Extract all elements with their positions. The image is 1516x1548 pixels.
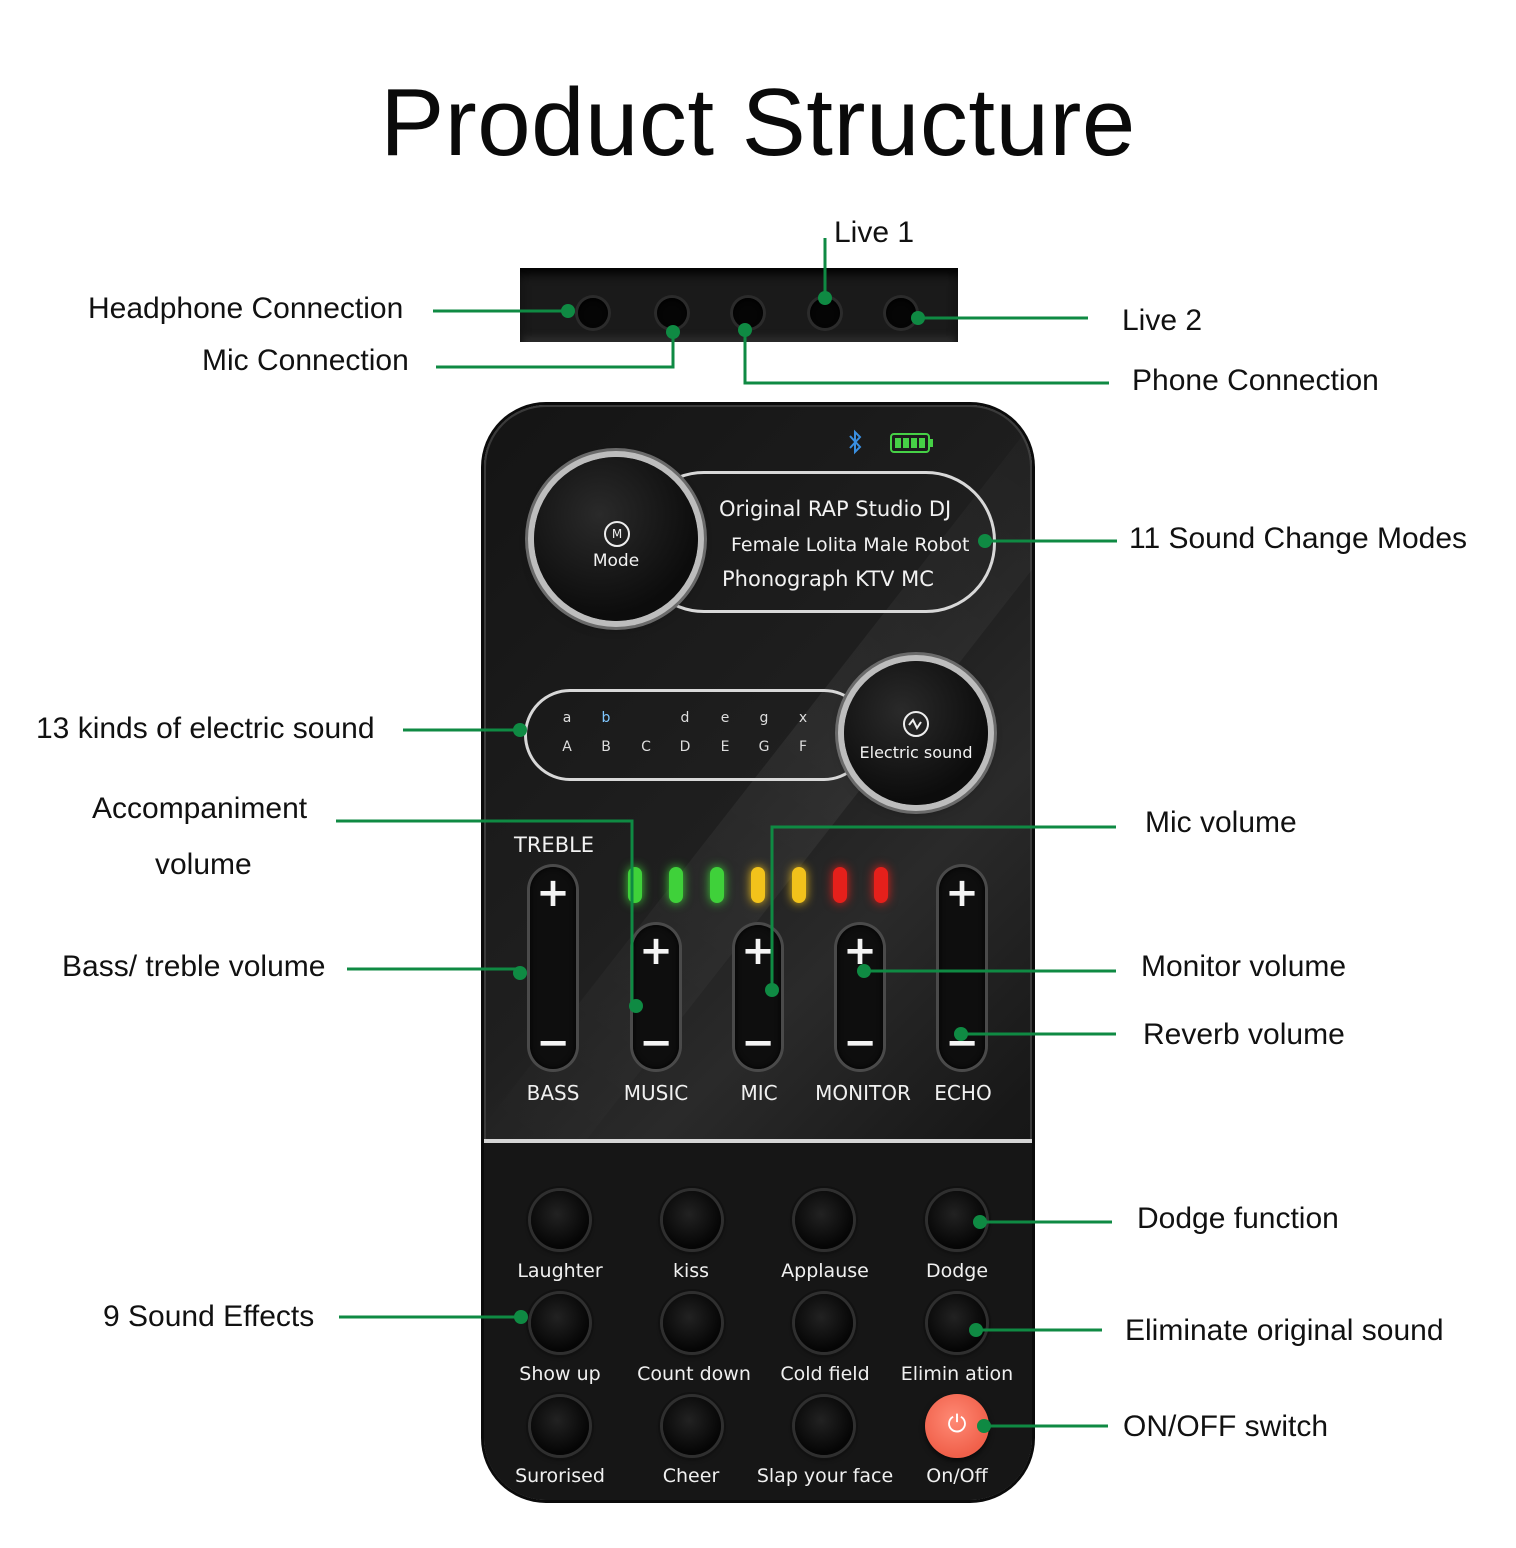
electric-key-G: G	[758, 739, 770, 755]
level-led	[751, 867, 765, 903]
monitor-label: MONITOR	[815, 1081, 911, 1105]
echo-label: ECHO	[934, 1081, 992, 1105]
callout-reverb-volume: Reverb volume	[1143, 1018, 1345, 1051]
electric-key-b: b	[601, 710, 611, 726]
level-led	[874, 867, 888, 903]
elimination-label: Elimin ation	[900, 1363, 1014, 1385]
battery-icon	[890, 433, 934, 453]
mode-list-line-3: Phonograph KTV MC	[722, 567, 934, 591]
mode-button[interactable]: M Mode	[534, 457, 698, 621]
bass-minus[interactable]: −	[536, 1020, 570, 1066]
mode-icon: M	[604, 521, 630, 547]
electric-key-F: F	[798, 739, 808, 755]
mode-list-line-1: Original RAP Studio DJ	[719, 497, 952, 521]
mic-minus[interactable]: −	[741, 1020, 775, 1066]
callout-phone-connection: Phone Connection	[1132, 364, 1379, 397]
electric-key-e: e	[720, 710, 730, 726]
music-label: MUSIC	[623, 1081, 689, 1105]
kiss-label: kiss	[672, 1260, 710, 1282]
callout-electric-sound: 13 kinds of electric sound	[36, 712, 375, 745]
level-led	[833, 867, 847, 903]
electric-key-E: E	[720, 739, 730, 755]
cold-field-label: Cold field	[780, 1363, 870, 1385]
callout-mic-connection: Mic Connection	[202, 344, 409, 377]
callout-sound-change-modes: 11 Sound Change Modes	[1129, 522, 1468, 555]
surprised-label: Surorised	[515, 1465, 605, 1487]
laughter-label: Laughter	[517, 1260, 603, 1282]
cheer-label: Cheer	[662, 1465, 720, 1487]
count-down-label: Count down	[637, 1363, 751, 1385]
callout-sound-effects: 9 Sound Effects	[103, 1300, 315, 1333]
callout-mic-volume: Mic volume	[1145, 806, 1297, 839]
dodge-label: Dodge	[925, 1260, 989, 1282]
panel-divider	[484, 1139, 1032, 1143]
level-led	[628, 867, 642, 903]
applause-label: Applause	[781, 1260, 869, 1282]
mode-button-label: Mode	[592, 551, 640, 571]
electric-sound-label: Electric sound	[859, 743, 973, 762]
show-up-label: Show up	[519, 1363, 601, 1385]
music-plus[interactable]: +	[639, 928, 673, 974]
page-title: Product Structure	[380, 69, 1136, 176]
power-icon: ⏻	[947, 1410, 967, 1438]
live2-jack	[886, 298, 916, 328]
callout-accompaniment: Accompaniment	[92, 792, 308, 825]
level-led	[792, 867, 806, 903]
electric-sound-pill	[524, 689, 870, 781]
power-button[interactable]: ⏻	[925, 1394, 989, 1458]
elimination-button[interactable]	[928, 1294, 986, 1352]
mic-label: MIC	[740, 1081, 778, 1105]
music-minus[interactable]: −	[639, 1020, 673, 1066]
callout-monitor-volume: Monitor volume	[1141, 950, 1347, 983]
callout-live-2: Live 2	[1122, 304, 1203, 337]
slap-your-face-label: Slap your face	[756, 1465, 894, 1487]
callout-headphone-connection: Headphone Connection	[88, 292, 404, 325]
cheer-button[interactable]	[663, 1397, 721, 1455]
mode-list-line-2: Female Lolita Male Robot	[731, 534, 970, 556]
electric-key-D: D	[679, 739, 691, 755]
callout-live-1: Live 1	[834, 216, 915, 249]
electric-key-g: g	[759, 710, 769, 726]
show-up-button[interactable]	[531, 1294, 589, 1352]
callout-bass-treble: Bass/ treble volume	[62, 950, 326, 983]
treble-label: TREBLE	[514, 833, 595, 857]
callout-onoff: ON/OFF switch	[1123, 1410, 1329, 1443]
music-slider[interactable]	[633, 925, 679, 1069]
electric-key-x: x	[798, 710, 808, 726]
bass-label: BASS	[526, 1081, 580, 1105]
dodge-button[interactable]	[928, 1191, 986, 1249]
echo-minus[interactable]: −	[945, 1020, 979, 1066]
electric-key-a: a	[562, 710, 572, 726]
electric-key-A: A	[562, 739, 572, 755]
callout-accompaniment-volume: volume	[155, 848, 252, 881]
wave-icon	[903, 711, 929, 737]
on-off-label: On/Off	[926, 1465, 988, 1487]
applause-button[interactable]	[795, 1191, 853, 1249]
headphone-jack	[578, 298, 608, 328]
laughter-button[interactable]	[531, 1191, 589, 1249]
count-down-button[interactable]	[663, 1294, 721, 1352]
callout-eliminate: Eliminate original sound	[1125, 1314, 1444, 1347]
callout-dodge-function: Dodge function	[1137, 1202, 1339, 1235]
electric-key-d: d	[680, 710, 690, 726]
treble-plus[interactable]: +	[536, 870, 570, 916]
mic-plus[interactable]: +	[741, 928, 775, 974]
live1-jack	[810, 298, 840, 328]
mic-jack	[657, 298, 687, 328]
level-led	[710, 867, 724, 903]
surprised-button[interactable]	[531, 1397, 589, 1455]
monitor-minus[interactable]: −	[843, 1020, 877, 1066]
echo-plus[interactable]: +	[945, 870, 979, 916]
electric-key-B: B	[601, 739, 611, 755]
bluetooth-icon	[846, 429, 864, 455]
voice-changer-device: M Mode Original RAP Studio DJ Female Lol…	[484, 405, 1032, 1500]
kiss-button[interactable]	[663, 1191, 721, 1249]
monitor-plus[interactable]: +	[843, 928, 877, 974]
level-led	[669, 867, 683, 903]
slap-your-face-button[interactable]	[795, 1397, 853, 1455]
electric-sound-button[interactable]: Electric sound	[844, 661, 988, 805]
cold-field-button[interactable]	[795, 1294, 853, 1352]
electric-key-C: C	[641, 739, 651, 755]
phone-jack	[733, 298, 763, 328]
